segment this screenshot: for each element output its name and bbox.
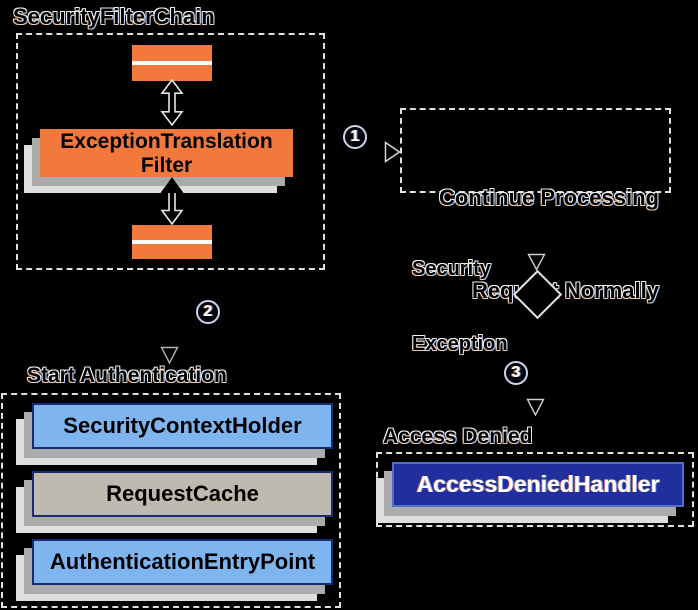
security-exception-label: Security Exception — [412, 258, 508, 355]
arrowhead-down-icon — [527, 253, 546, 271]
solid-arrowhead-up — [160, 177, 184, 193]
access-denied-box — [376, 452, 694, 527]
step-1-badge: 1 — [343, 125, 367, 149]
filter-bars-bottom — [132, 225, 212, 259]
access-denied-label: Access Denied — [383, 425, 533, 448]
request-cache-box: RequestCache — [32, 471, 333, 517]
double-arrow-icon — [160, 79, 184, 126]
security-context-holder-box: SecurityContextHolder — [32, 403, 333, 449]
exception-translation-filter-box: ExceptionTranslation Filter — [40, 129, 293, 177]
filter-label-line2: Filter — [140, 154, 193, 177]
filter-bar — [132, 45, 212, 61]
filter-bar — [132, 244, 212, 259]
continue-line1: Continue Processing — [438, 185, 659, 210]
authentication-entry-point-box: AuthenticationEntryPoint — [32, 539, 333, 585]
double-arrow-icon — [160, 177, 184, 225]
start-authentication-label: Start Authentication — [27, 364, 227, 387]
filter-bar — [132, 65, 212, 81]
filter-label-line1: ExceptionTranslation — [60, 130, 273, 153]
filter-bar — [132, 225, 212, 240]
step-2-badge: 2 — [196, 300, 220, 324]
arrowhead-down-icon — [160, 346, 179, 365]
arrowhead-down-icon — [526, 398, 545, 417]
continue-processing-box: Continue Processing Request Normally — [400, 108, 671, 303]
filter-bars-top — [132, 45, 212, 81]
security-filter-chain-box — [16, 33, 325, 270]
security-filter-chain-title: SecurityFilterChain — [13, 4, 215, 29]
start-authentication-box — [1, 393, 341, 608]
access-denied-handler-box: AccessDeniedHandler — [392, 462, 684, 507]
step-3-badge: 3 — [504, 361, 528, 385]
arrowhead-right-icon — [384, 141, 401, 163]
